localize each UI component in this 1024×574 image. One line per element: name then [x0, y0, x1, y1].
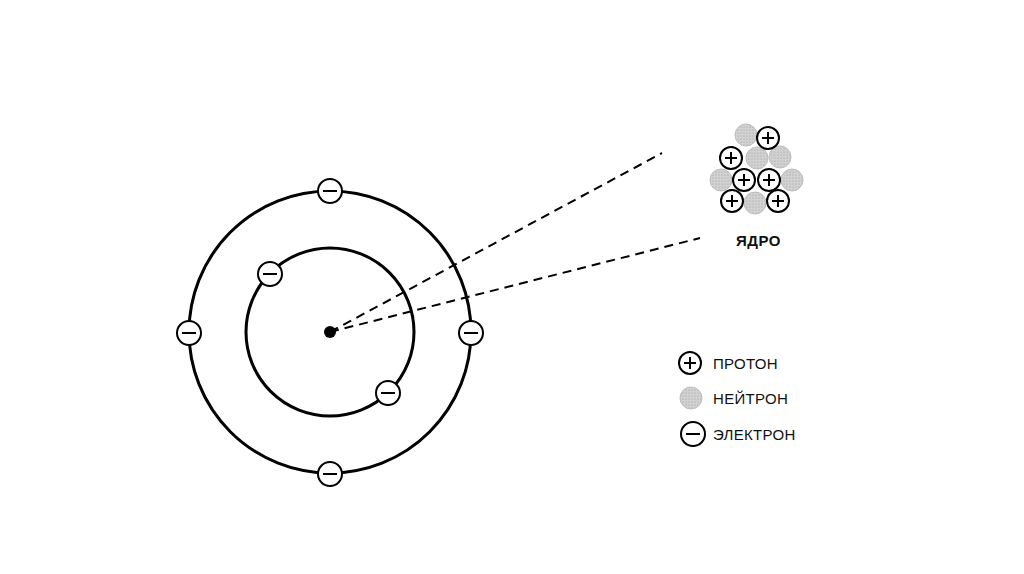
legend-label: ЭЛЕКТРОН	[713, 426, 796, 443]
legend-label: ПРОТОН	[713, 355, 778, 372]
outer-orbit	[189, 191, 471, 473]
legend-samples	[679, 352, 705, 446]
zoom-line	[330, 238, 700, 332]
nucleus-dot	[324, 326, 336, 338]
legend-label: НЕЙТРОН	[713, 390, 788, 407]
inner-orbit	[246, 248, 414, 416]
nucleus-label: ЯДРО	[736, 232, 781, 249]
nucleus-cluster	[710, 124, 803, 214]
electrons	[177, 179, 483, 486]
zoom-line	[330, 153, 662, 332]
